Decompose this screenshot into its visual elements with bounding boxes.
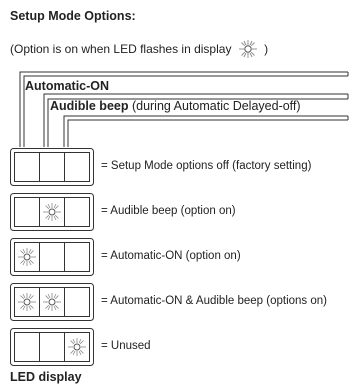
flashing-led-icon	[18, 293, 36, 311]
subtitle-close: )	[264, 42, 269, 56]
section-title: Setup Mode Options:	[10, 9, 136, 23]
audible-beep-label: Audible beep (during Automatic Delayed-o…	[50, 99, 301, 113]
option-description: = Automatic-ON & Audible beep (options o…	[101, 295, 327, 307]
led-display-frame	[10, 238, 94, 276]
led-display-frame	[10, 283, 94, 321]
led-display-row	[10, 193, 94, 231]
subtitle-note: (Option is on when LED flashes in displa…	[10, 39, 268, 59]
option-description: = Automatic-ON (option on)	[101, 250, 241, 262]
audible-beep-label-rest: (during Automatic Delayed-off)	[128, 99, 301, 113]
automatic-on-label: Automatic-ON	[25, 79, 110, 93]
option-description: = Unused	[101, 340, 151, 352]
option-description: = Audible beep (option on)	[101, 205, 236, 217]
led-display-frame	[10, 148, 94, 186]
flashing-led-icon	[43, 293, 61, 311]
flashing-led-icon	[18, 248, 36, 266]
flashing-led-icon	[68, 338, 86, 356]
led-display-row	[10, 283, 94, 321]
subtitle-text: (Option is on when LED flashes in displa…	[10, 42, 232, 56]
led-display-row	[10, 328, 94, 366]
option-description: = Setup Mode options off (factory settin…	[101, 160, 312, 172]
led-display-frame	[10, 328, 94, 366]
led-display-row	[10, 148, 94, 186]
led-display-label: LED display	[10, 370, 82, 384]
led-display-row	[10, 238, 94, 276]
led-display-frame	[10, 193, 94, 231]
audible-beep-label-bold: Audible beep	[50, 99, 129, 113]
flashing-led-icon	[43, 203, 61, 221]
flashing-led-icon	[238, 40, 257, 58]
